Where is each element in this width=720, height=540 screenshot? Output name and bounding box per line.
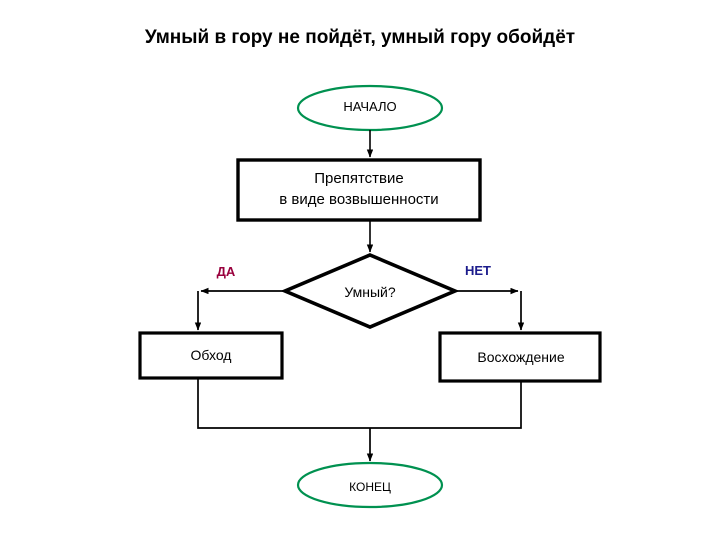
node-decision-label: Умный? xyxy=(344,284,396,300)
node-obstacle-label-line-1: Препятствие xyxy=(314,170,404,187)
node-end-shape[interactable] xyxy=(296,461,444,509)
node-start-label: НАЧАЛО xyxy=(343,99,397,114)
edge-label-no: НЕТ xyxy=(465,263,491,278)
node-end-label: КОНЕЦ xyxy=(349,480,391,494)
node-bypass-shape[interactable] xyxy=(138,331,284,380)
connector-bypass-to-merge xyxy=(197,379,370,429)
node-bypass-label: Обход xyxy=(190,347,232,363)
node-ascent-label: Восхождение xyxy=(477,349,565,365)
node-obstacle-label-line-2: в виде возвышенности xyxy=(279,191,439,208)
node-decision-shape[interactable] xyxy=(280,253,460,329)
connector-ascent-to-merge xyxy=(370,382,522,429)
node-ascent-shape[interactable] xyxy=(438,331,602,383)
node-obstacle-label: Препятствие в виде возвышенности xyxy=(240,168,478,210)
node-obstacle-shape[interactable] xyxy=(236,158,482,222)
page-title: Умный в гору не пойдёт, умный гору обойд… xyxy=(144,27,576,48)
edge-label-yes: ДА xyxy=(216,264,236,279)
